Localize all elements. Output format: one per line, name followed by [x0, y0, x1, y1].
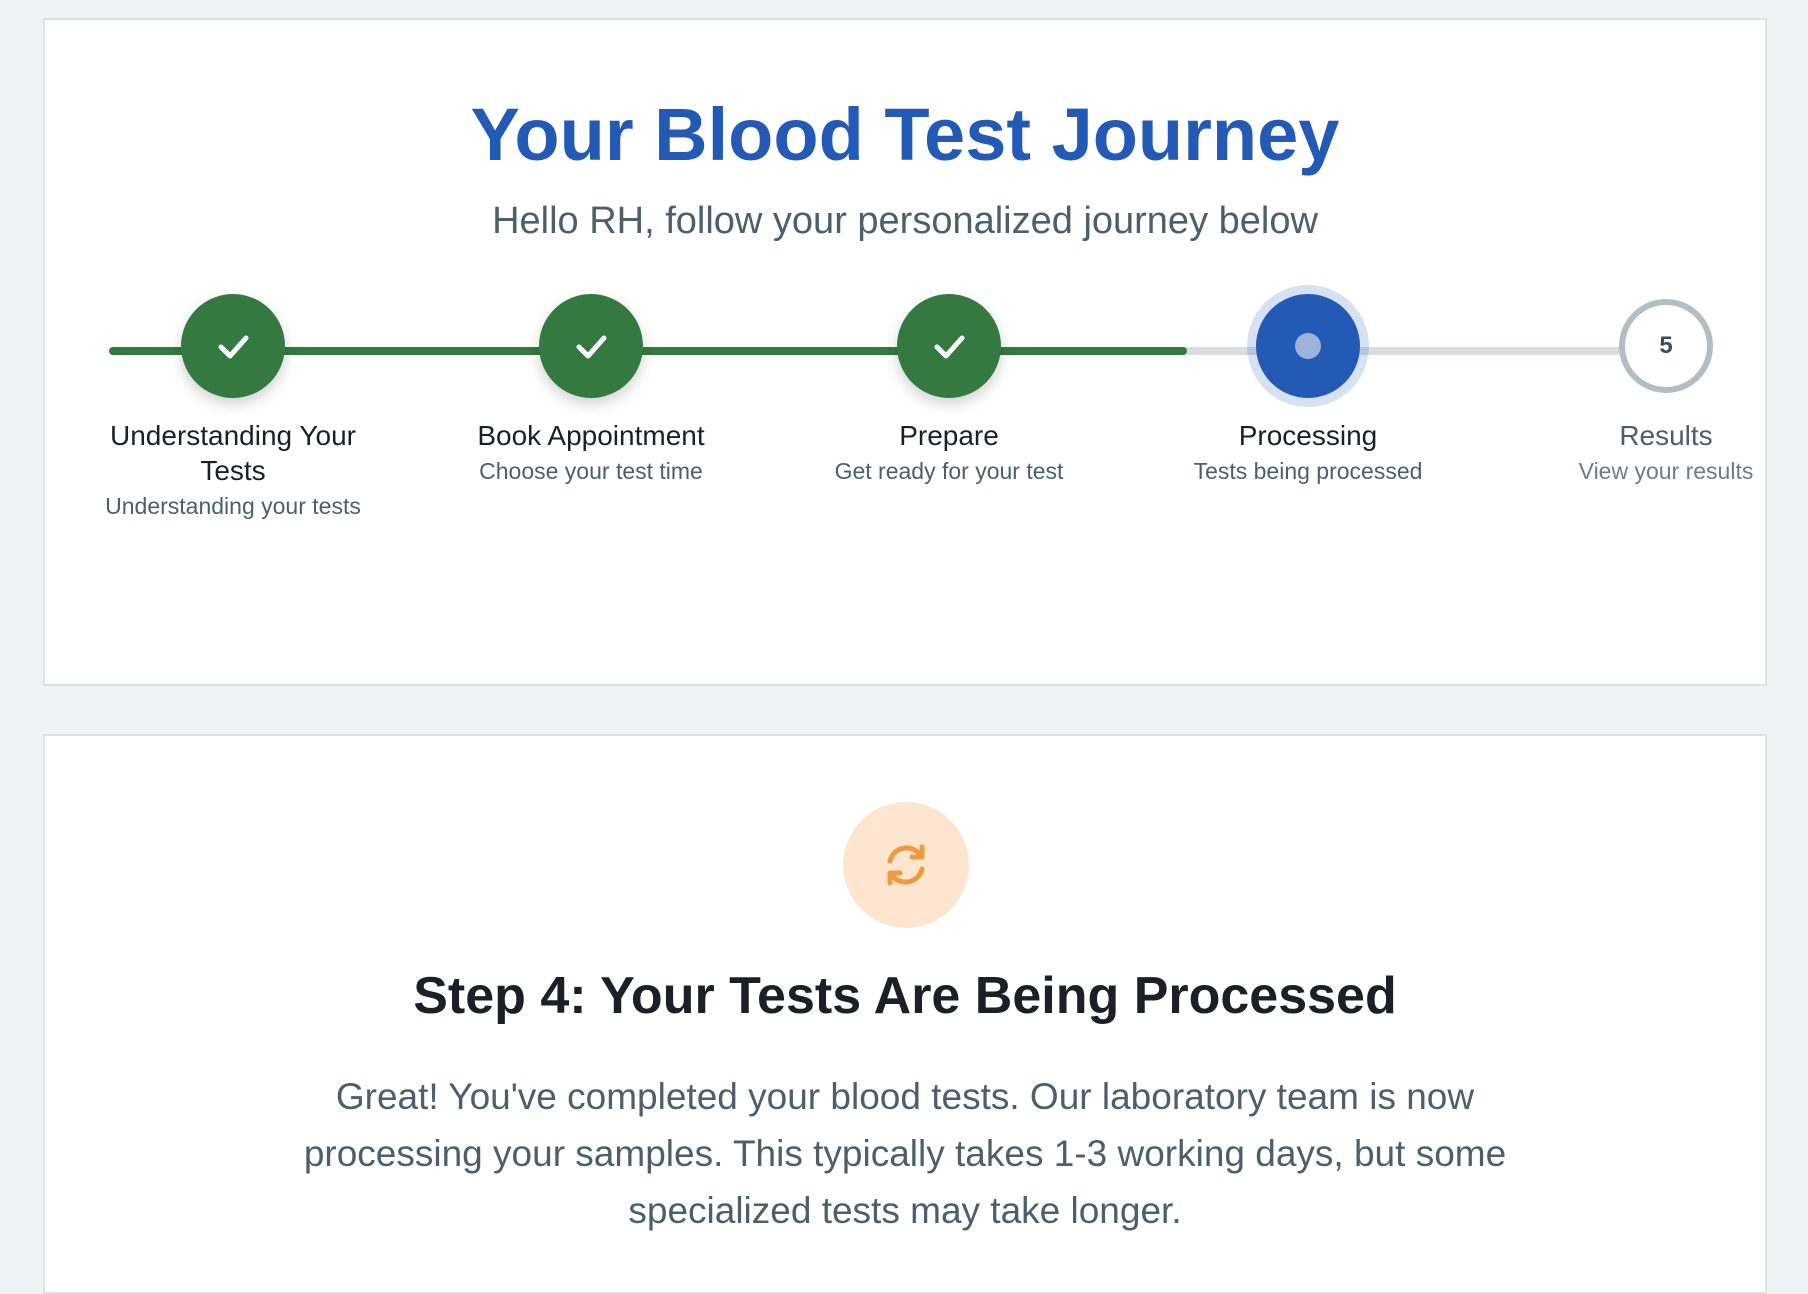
step-description: Get ready for your test: [834, 458, 1064, 484]
step-complete-circle: [897, 294, 1001, 398]
step-heading: Step 4: Your Tests Are Being Processed: [413, 967, 1397, 1025]
step-description: Understanding your tests: [105, 493, 361, 519]
step-description: Choose your test time: [479, 458, 703, 484]
step-book-appointment[interactable]: Book Appointment Choose your test time: [461, 294, 721, 486]
check-icon: [218, 335, 249, 359]
step-label: Processing: [1238, 420, 1378, 451]
step-label: Prepare: [899, 420, 999, 451]
step-description-text: Great! You've completed your blood tests…: [303, 1076, 1507, 1231]
step-complete-circle: [539, 294, 643, 398]
step-description: Tests being processed: [1193, 458, 1423, 484]
step-description: View your results: [1578, 458, 1754, 484]
processing-status-badge: [843, 802, 969, 928]
step-label: Results: [1619, 420, 1713, 451]
step-understanding-your-tests[interactable]: Understanding Your Tests Understanding y…: [103, 294, 363, 521]
step-detail-card: Step 4: Your Tests Are Being Processed G…: [43, 734, 1767, 1294]
step-active-circle: [1256, 294, 1360, 398]
step-pending-circle: 5: [1619, 299, 1713, 393]
progress-track-completed: [109, 347, 1187, 355]
check-icon: [934, 335, 965, 359]
page-title: Your Blood Test Journey: [470, 93, 1340, 176]
step-results[interactable]: 5 Results View your results: [1536, 294, 1796, 486]
refresh-icon: [887, 844, 925, 886]
step-number: 5: [1659, 332, 1673, 359]
step-label: Understanding Your Tests: [110, 420, 356, 486]
step-complete-circle: [181, 294, 285, 398]
greeting-subtitle: Hello RH, follow your personalized journ…: [492, 200, 1318, 242]
dot-icon: [1295, 333, 1321, 359]
step-processing[interactable]: Processing Tests being processed: [1178, 294, 1438, 486]
step-prepare[interactable]: Prepare Get ready for your test: [819, 294, 1079, 486]
check-icon: [576, 335, 607, 359]
step-label: Book Appointment: [477, 420, 705, 451]
journey-card: Your Blood Test Journey Hello RH, follow…: [43, 18, 1767, 686]
